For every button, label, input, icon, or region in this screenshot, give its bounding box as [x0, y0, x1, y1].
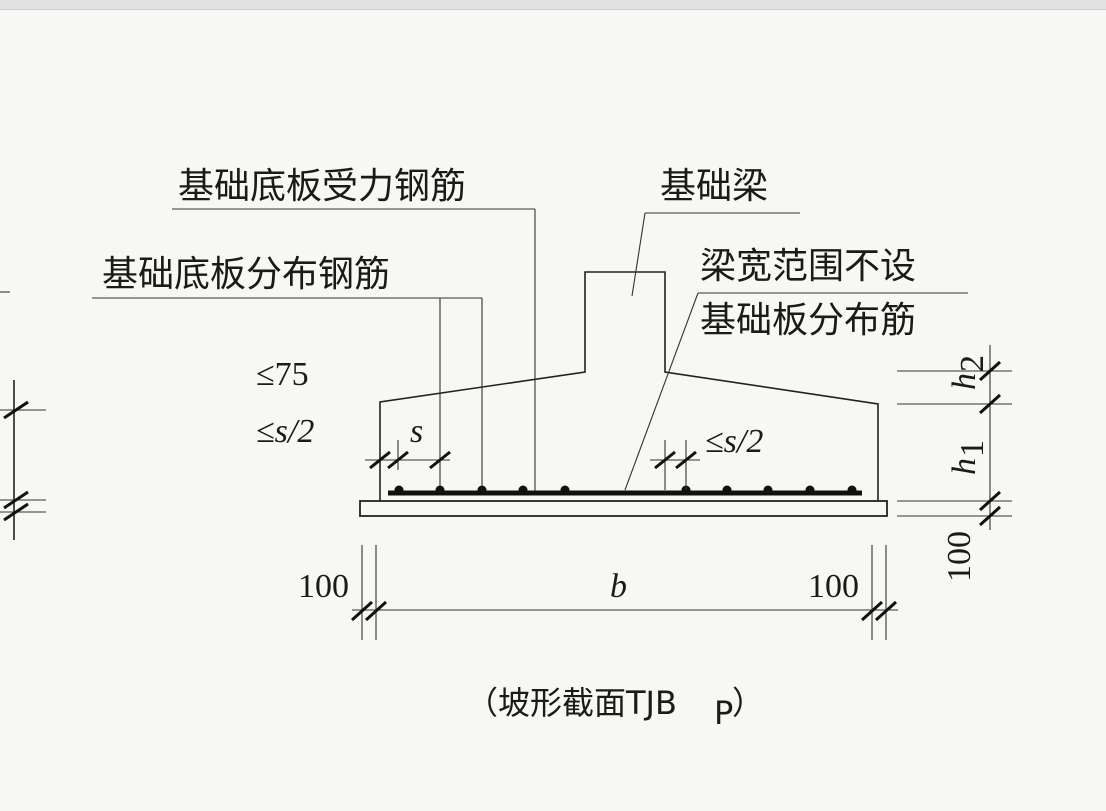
right-spacing-dims [650, 440, 700, 490]
svg-text:（: （ [466, 684, 498, 722]
dim-left-100: 100 [298, 568, 349, 605]
svg-text:2: 2 [954, 355, 991, 372]
dim-le75: ≤75 [256, 356, 309, 393]
footing-outline [379, 271, 879, 501]
dim-h2: h 2 [946, 355, 991, 390]
rebar-dot [435, 485, 445, 495]
dim-vertical-100: 100 [941, 531, 978, 582]
width-dimension [350, 545, 898, 640]
svg-text:h: h [946, 458, 983, 475]
svg-text:P: P [714, 694, 733, 732]
caption: （ 坡形截面TJB P ） [466, 684, 764, 732]
left-spacing-dims [365, 440, 451, 470]
leader-lines [92, 208, 968, 491]
dim-h1: h 1 [946, 440, 991, 475]
window-top-bar [0, 0, 1106, 10]
label-bottom-main-rebar: 基础底板受力钢筋 [178, 166, 466, 207]
dim-right-100: 100 [808, 568, 859, 605]
label-no-distribution-line2: 基础板分布筋 [700, 300, 916, 341]
height-dimension [897, 345, 1012, 530]
label-no-distribution-line1: 梁宽范围不设 [700, 246, 916, 287]
rebar-dot [847, 485, 857, 495]
dim-b: b [610, 568, 627, 605]
rebar-dot [518, 485, 528, 495]
rebar-dot [763, 485, 773, 495]
svg-text:坡形截面TJB: 坡形截面TJB [498, 684, 677, 722]
svg-text:1: 1 [954, 440, 991, 457]
svg-text:100: 100 [941, 531, 978, 582]
rebar-dot [805, 485, 815, 495]
dim-s: s [410, 413, 423, 450]
rebar-dot [560, 485, 570, 495]
label-bottom-distribution-rebar: 基础底板分布钢筋 [102, 254, 390, 295]
svg-text:）: ） [732, 684, 764, 722]
label-foundation-beam: 基础梁 [660, 166, 768, 207]
dim-le-s2-left: ≤s/2 [256, 413, 314, 450]
svg-text:h: h [946, 373, 983, 390]
rebar-dot [477, 485, 487, 495]
rebar-dot [394, 485, 404, 495]
left-edge-fragment [0, 291, 46, 540]
rebar-dots [394, 485, 857, 495]
cushion-layer [359, 500, 888, 517]
rebar-dot [722, 485, 732, 495]
dim-le-s2-right: ≤s/2 [705, 423, 763, 460]
